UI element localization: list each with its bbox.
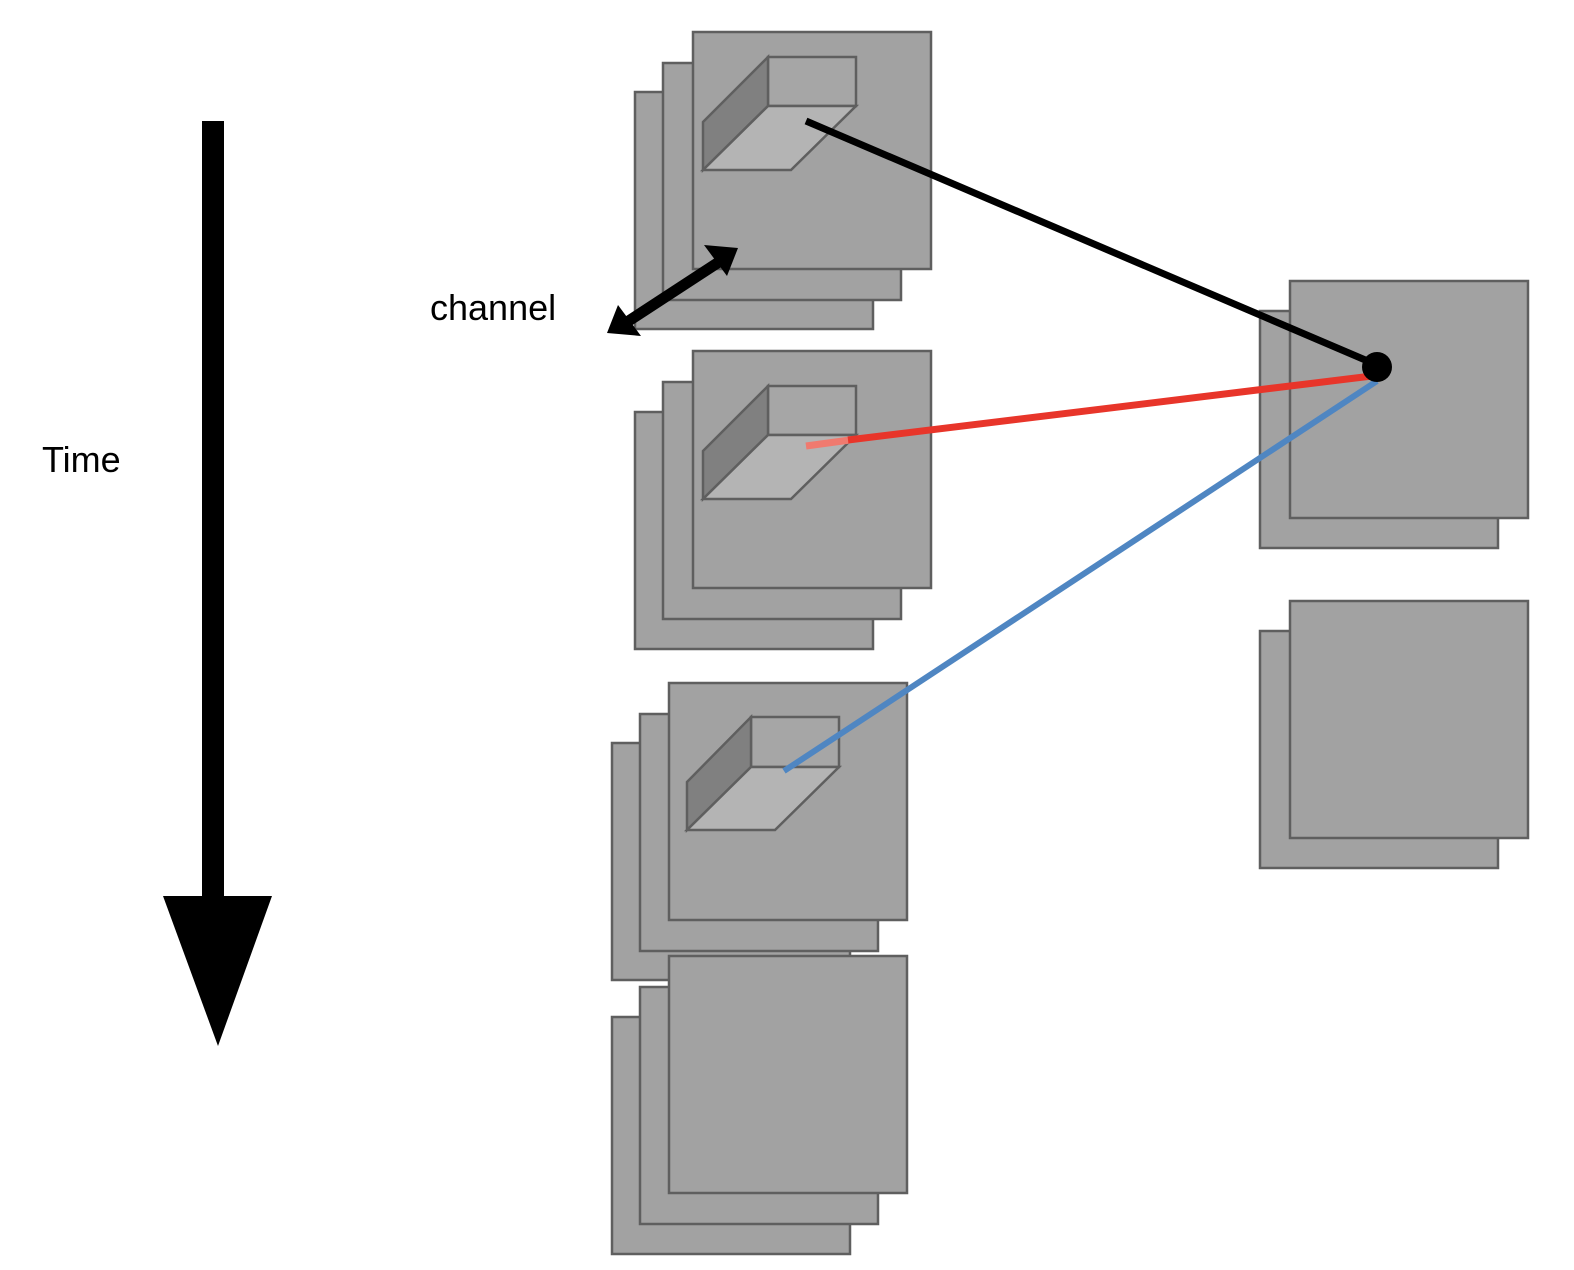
time-arrow-icon (163, 121, 272, 1046)
connection-line-black (804, 117, 1372, 366)
channel-arrow-icon (607, 245, 738, 336)
feature-map-stack-3 (610, 681, 909, 982)
output-point (1362, 352, 1392, 382)
connection-line-blue (782, 378, 1379, 774)
connection-line-red (847, 372, 1373, 444)
kernel-box-3 (683, 713, 843, 833)
kernel-box-1 (699, 53, 860, 173)
output-map-stack-2 (1258, 599, 1530, 870)
feature-map-stack-4 (610, 954, 909, 1256)
feature-map-stack-2 (633, 349, 933, 651)
time-label: Time (42, 439, 121, 480)
kernel-box-2 (699, 382, 860, 502)
channel-label: channel (430, 287, 556, 328)
connection-line-red-faint (805, 436, 851, 450)
output-map-stack-1 (1258, 279, 1530, 550)
